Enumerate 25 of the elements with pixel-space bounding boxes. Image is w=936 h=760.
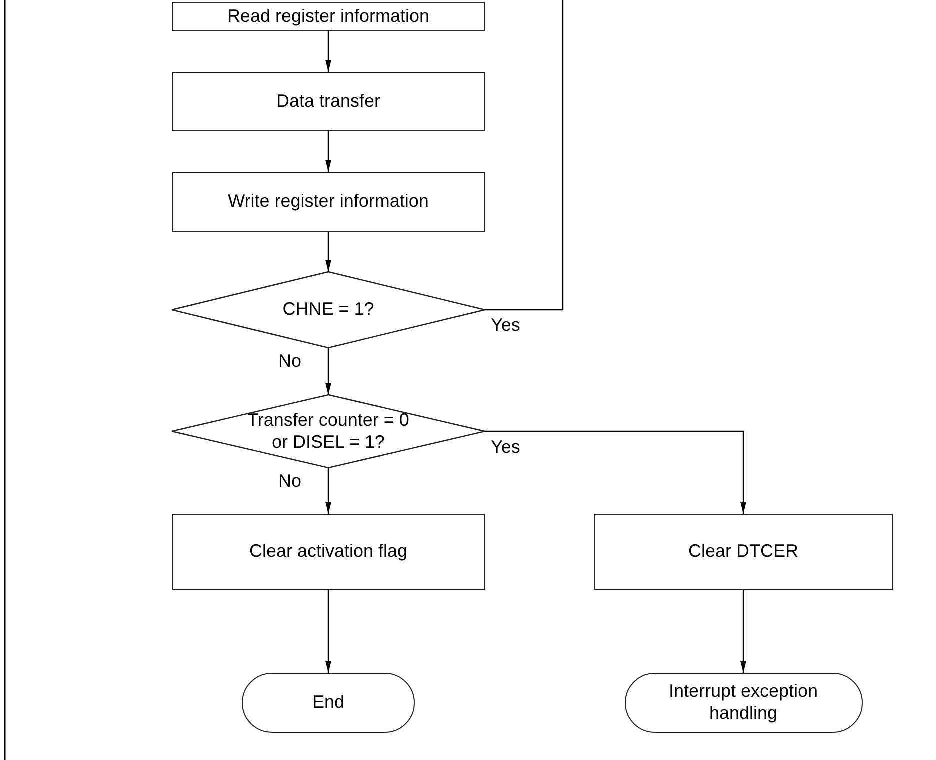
decision-diamond — [172, 272, 485, 348]
node-text: Clear activation flag — [249, 541, 408, 563]
process-box — [172, 514, 485, 590]
node-text: Read register information — [227, 6, 430, 28]
arrow — [326, 590, 332, 673]
process-box — [594, 514, 893, 590]
node-text: CHNE = 1? — [282, 299, 374, 321]
node-text: Interrupt exception handling — [668, 681, 820, 725]
node-text: Transfer counter = 0 or DISEL = 1? — [246, 410, 410, 454]
node-text: Data transfer — [276, 90, 381, 112]
process-box — [172, 72, 485, 131]
node-text: End — [312, 692, 345, 714]
process-box — [172, 2, 485, 31]
arrow — [326, 232, 332, 272]
arrow — [740, 590, 746, 673]
process-box — [172, 172, 485, 232]
arrow — [326, 131, 332, 172]
arrow — [485, 430, 746, 514]
decision-diamond — [172, 395, 485, 468]
node-text: Clear DTCER — [688, 541, 798, 563]
arrow — [326, 468, 332, 514]
terminal-box — [624, 673, 862, 733]
arrow — [326, 31, 332, 72]
node-text: Write register information — [228, 191, 429, 213]
arrow — [326, 348, 332, 395]
